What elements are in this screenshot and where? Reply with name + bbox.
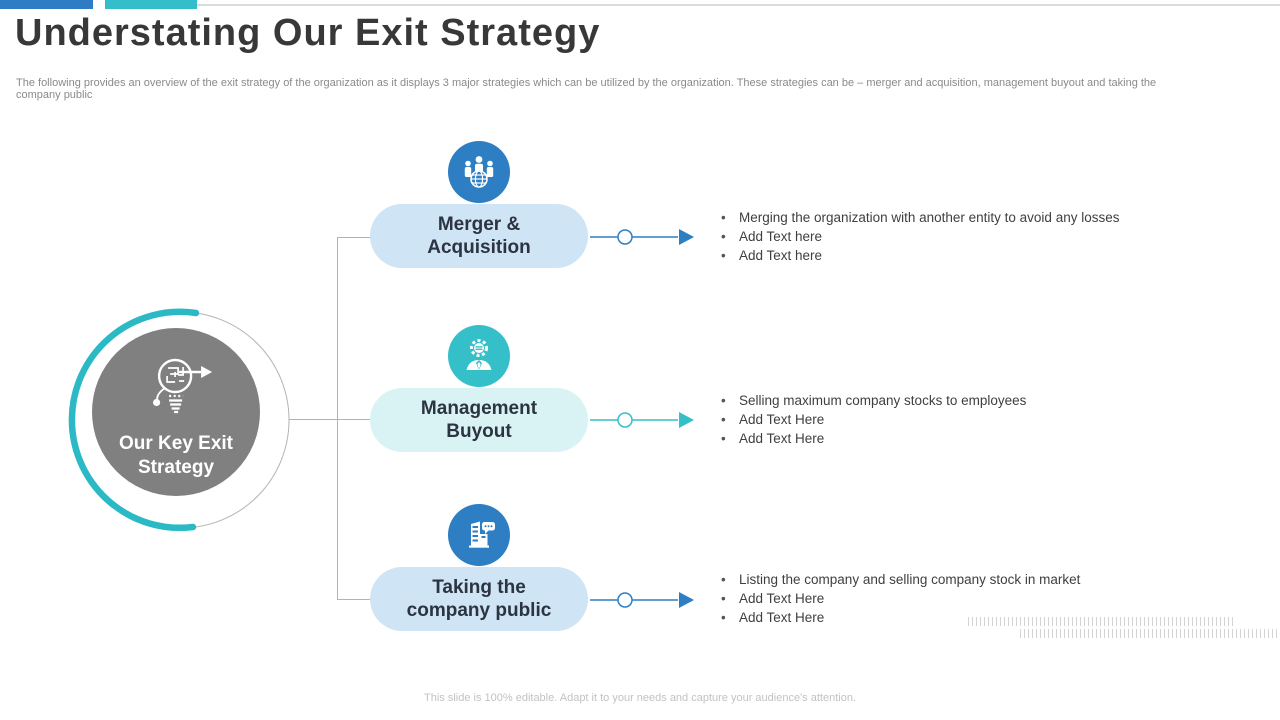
manager-gear-icon <box>466 339 492 370</box>
bulb-maze-arrow-icon <box>153 358 213 414</box>
merger-acquisition-badge <box>448 141 510 203</box>
merger-acquisition-pill: Merger & Acquisition <box>370 204 588 268</box>
top-accent-bar-blue <box>0 0 93 9</box>
bullet-item: Add Text Here <box>718 589 1188 608</box>
connector-stub-2 <box>337 419 371 420</box>
bullet-item: Add Text here <box>718 246 1188 265</box>
pill-label-line: company public <box>406 600 552 621</box>
bullet-item: Add Text here <box>718 227 1188 246</box>
bullet-item: Listing the company and selling company … <box>718 570 1188 589</box>
bullet-item: Selling maximum company stocks to employ… <box>718 391 1188 410</box>
bullet-item: Merging the organization with another en… <box>718 208 1188 227</box>
company-public-pill: Taking the company public <box>370 567 588 631</box>
footer-note: This slide is 100% editable. Adapt it to… <box>424 692 856 704</box>
buyout-bullet-list: Selling maximum company stocks to employ… <box>718 391 1188 448</box>
building-chat-icon <box>469 521 495 548</box>
hub-teal-arc <box>68 308 200 531</box>
management-buyout-badge <box>448 325 510 387</box>
merger-bullet-list: Merging the organization with another en… <box>718 208 1188 265</box>
hub-circle: Our Key Exit Strategy <box>92 328 260 496</box>
bullet-item: Add Text Here <box>718 429 1188 448</box>
pill-label-line: Buyout <box>446 421 512 442</box>
pill-label-line: Taking the <box>432 577 526 598</box>
page-title: Understating Our Exit Strategy <box>15 12 601 54</box>
connector-vertical-line <box>337 237 338 600</box>
bullet-item: Add Text Here <box>718 608 1188 627</box>
top-divider-line <box>197 4 1280 6</box>
decorative-tick-row <box>1020 629 1280 638</box>
subtitle-text: The following provides an overview of th… <box>16 77 1157 101</box>
company-public-badge <box>448 504 510 566</box>
hub-label: Our Key Exit Strategy <box>118 433 234 478</box>
connector-stub-3 <box>337 599 371 600</box>
connector-stub-1 <box>337 237 371 238</box>
buyout-connector-arrow <box>590 412 694 428</box>
merger-connector-arrow <box>590 229 694 245</box>
decorative-tick-row <box>968 617 1236 626</box>
public-bullet-list: Listing the company and selling company … <box>718 570 1188 627</box>
hub-ring <box>68 308 290 531</box>
public-connector-arrow <box>590 592 694 608</box>
connector-hub-line <box>289 419 337 420</box>
pill-label-line: Acquisition <box>427 237 531 258</box>
pill-label-line: Management <box>420 398 538 419</box>
bullet-item: Add Text Here <box>718 410 1188 429</box>
management-buyout-pill: Management Buyout <box>370 388 588 452</box>
people-globe-icon <box>464 156 494 188</box>
top-accent-bar-teal <box>105 0 197 9</box>
pill-label-line: Merger & <box>437 214 521 235</box>
